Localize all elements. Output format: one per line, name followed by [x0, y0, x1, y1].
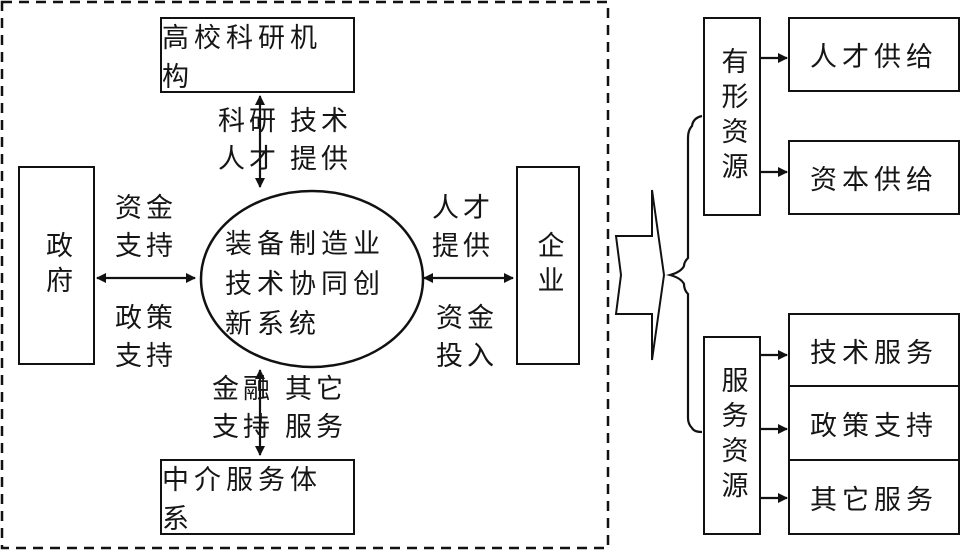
resource-item-tech-service: 技术服务 [788, 313, 960, 387]
edge-label-tech-supply: 技术 提供 [290, 106, 352, 175]
resource-service-label: 服务资源 [716, 365, 748, 506]
resource-tangible-label: 有形资源 [716, 46, 748, 187]
edge-label-talent-supply: 人才 提供 [432, 193, 494, 262]
node-government: 政府 [18, 166, 95, 365]
node-universities-research: 高校科研机构 [160, 17, 355, 93]
node-enterprise: 企业 [516, 166, 580, 365]
edge-label-other-services: 其它 服务 [285, 374, 347, 443]
node-intermediary-services: 中介服务体系 [160, 459, 355, 535]
big-arrow-icon [614, 189, 666, 361]
resource-item-capital-supply: 资本供给 [788, 140, 960, 215]
brace-icon [665, 114, 703, 434]
edge-label-financial-support: 金融 支持 [212, 374, 274, 443]
system-boundary [0, 0, 610, 550]
resource-service: 服务资源 [703, 336, 761, 535]
resource-item-other-service: 其它服务 [788, 459, 960, 535]
resource-item-label: 资本供给 [810, 165, 938, 196]
resource-item-talent-supply: 人才供给 [788, 17, 960, 92]
edge-label-capital-input: 资金 投入 [436, 303, 498, 372]
center-system-label: 装备制造业 技术协同创 新系统 [225, 229, 385, 340]
resource-item-label: 政策支持 [810, 410, 938, 442]
node-universities-research-label: 高校科研机构 [162, 23, 322, 93]
resource-item-label: 其它服务 [810, 484, 938, 516]
resource-item-label: 技术服务 [810, 337, 938, 369]
node-enterprise-label: 企业 [532, 230, 564, 301]
resource-item-label: 人才供给 [810, 42, 938, 73]
edge-label-research-talent: 科研 人才 [218, 106, 280, 175]
node-intermediary-services-label: 中介服务体系 [162, 465, 322, 535]
resource-item-policy-support: 政策支持 [788, 385, 960, 461]
node-government-label: 政府 [41, 230, 72, 301]
resource-tangible: 有形资源 [703, 17, 761, 216]
edge-label-funding-support: 资金 支持 [115, 193, 177, 262]
edge-label-policy-support: 政策 支持 [115, 303, 177, 372]
